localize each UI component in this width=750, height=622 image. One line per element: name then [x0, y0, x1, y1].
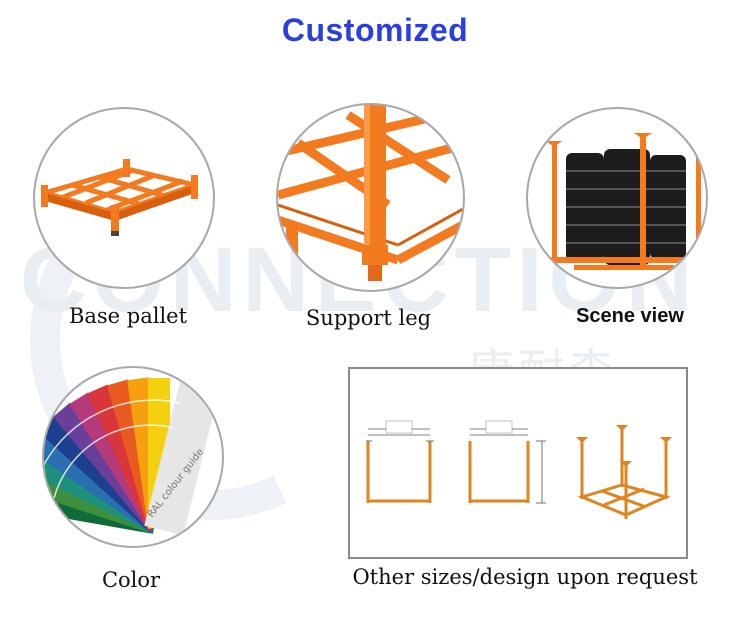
base-pallet-image: [33, 107, 215, 289]
color-caption: Color: [101, 568, 161, 592]
page-title: Customized: [281, 12, 469, 48]
support-leg-image: [276, 103, 465, 292]
technical-drawings-box: [348, 367, 688, 559]
other-sizes-caption: Other sizes/design upon request: [352, 565, 698, 589]
support-leg-caption: Support leg: [305, 306, 432, 330]
base-pallet-caption: Base pallet: [68, 304, 188, 328]
color-fan-image: RAL colour guide: [42, 366, 224, 548]
scene-view-image: [526, 107, 708, 289]
scene-view-caption: Scene view: [576, 305, 684, 327]
